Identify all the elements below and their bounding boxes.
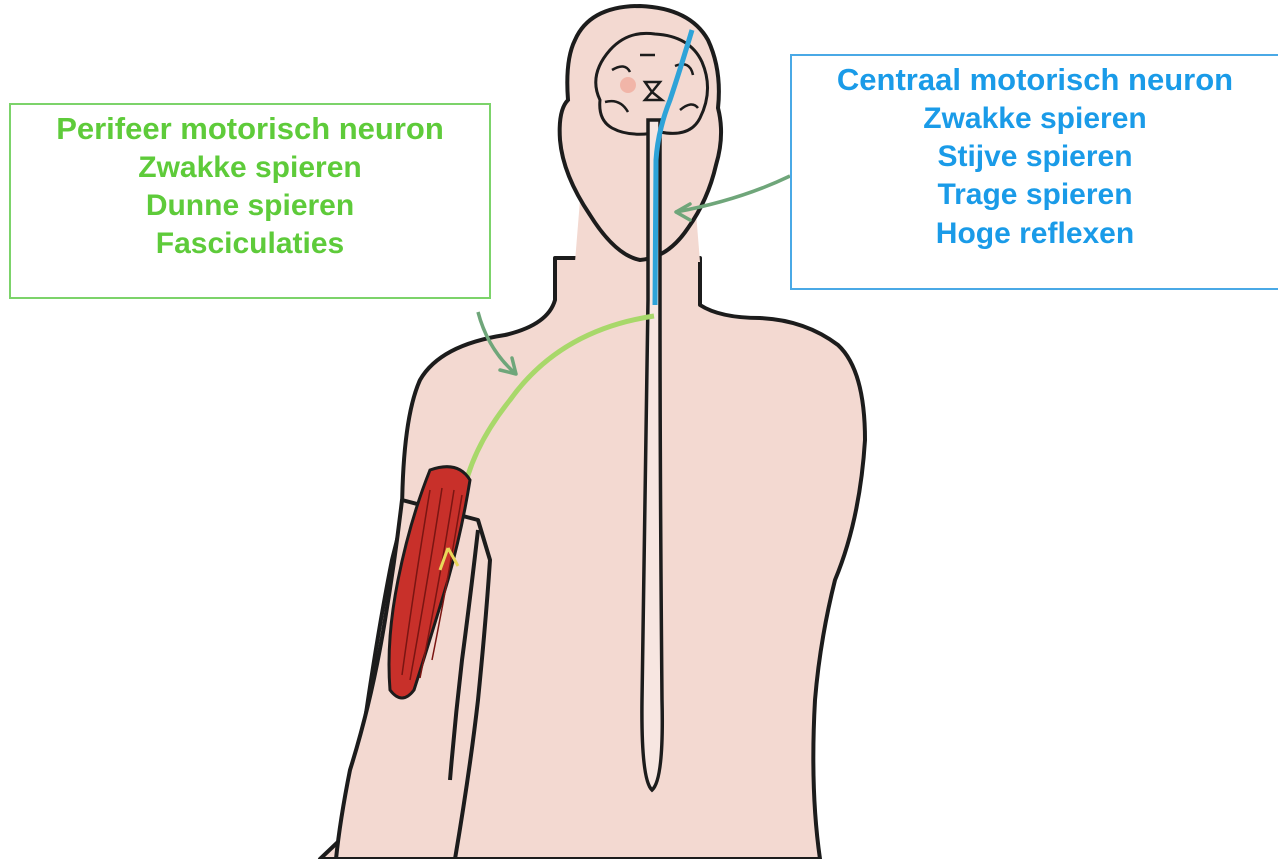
central-item: Trage spieren	[792, 176, 1278, 214]
brain-cortex-spot	[620, 77, 636, 93]
peripheral-motor-neuron-box: Perifeer motorisch neuron Zwakke spieren…	[9, 103, 491, 299]
central-item: Stijve spieren	[792, 138, 1278, 176]
peripheral-title: Perifeer motorisch neuron	[11, 109, 489, 149]
peripheral-item: Zwakke spieren	[11, 149, 489, 187]
central-item: Hoge reflexen	[792, 215, 1278, 253]
central-item: Zwakke spieren	[792, 100, 1278, 138]
peripheral-item: Dunne spieren	[11, 187, 489, 225]
central-motor-neuron-box: Centraal motorisch neuron Zwakke spieren…	[790, 54, 1278, 290]
central-title: Centraal motorisch neuron	[792, 60, 1278, 100]
peripheral-item: Fasciculaties	[11, 225, 489, 263]
